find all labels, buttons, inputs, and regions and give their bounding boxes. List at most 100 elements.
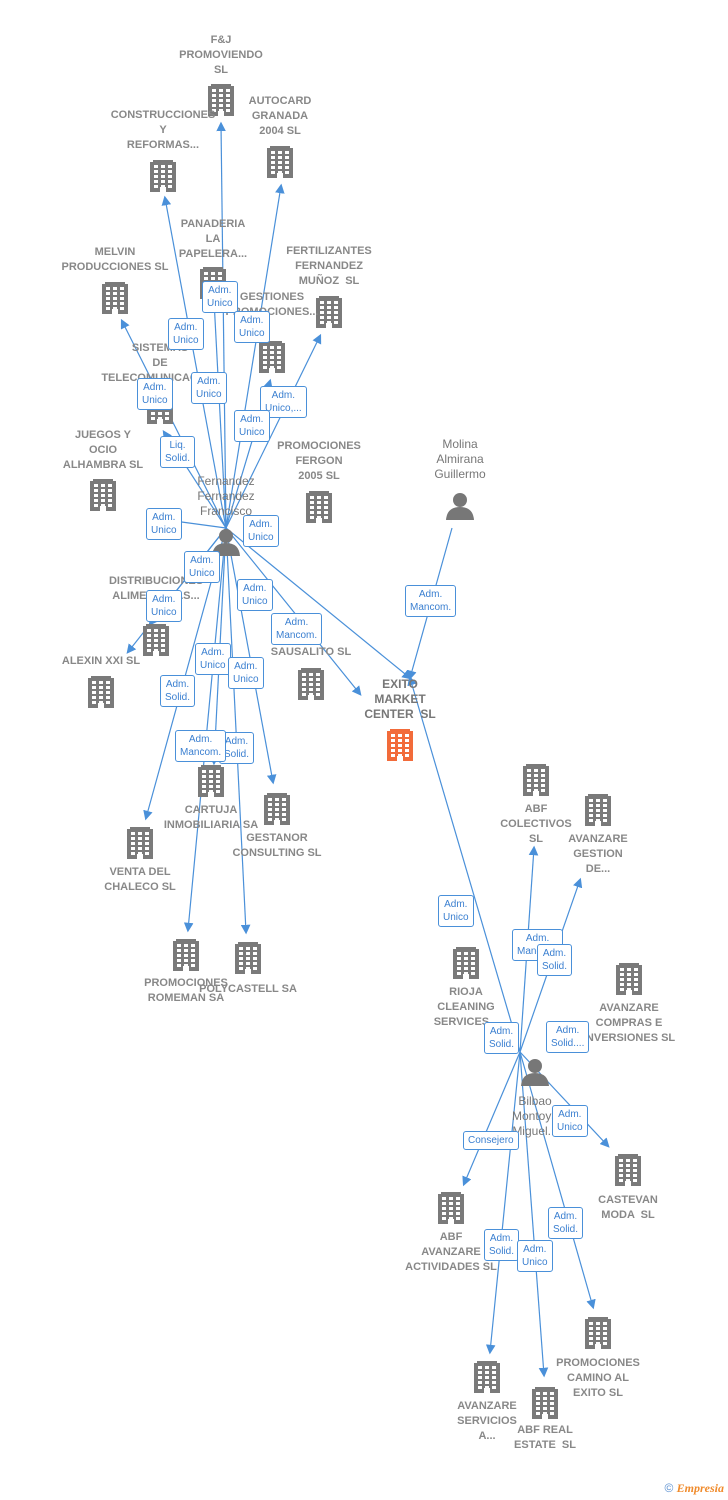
edge-fernandez-to-exito xyxy=(225,527,412,680)
role-tag[interactable]: Adm. Unico xyxy=(168,318,204,350)
edge-bilbao-to-caminoexito xyxy=(519,1051,596,1310)
exito-building-icon[interactable] xyxy=(387,729,413,761)
abfavanzare-node-label[interactable]: ABF AVANZARE ACTIVIDADES SL xyxy=(405,1231,497,1273)
role-tag[interactable]: Adm. Mancom. xyxy=(271,613,323,645)
juegos-node-label[interactable]: JUEGOS Y OCIO ALHAMBRA SL xyxy=(62,429,144,471)
polycastell-node-label[interactable]: POLYCASTELL SA xyxy=(199,983,297,995)
role-tag[interactable]: Adm. Unico xyxy=(552,1105,588,1137)
avanzarecompras-building-icon[interactable] xyxy=(616,963,642,995)
panaderia-node-label[interactable]: PANADERIA LA PAPELERA... xyxy=(178,218,248,260)
edge-fernandez-to-melvin xyxy=(120,318,227,529)
role-tag[interactable]: Adm. Unico xyxy=(184,551,220,583)
abfreal-building-icon[interactable] xyxy=(532,1387,558,1419)
castevan-node-label[interactable]: CASTEVAN MODA SL xyxy=(598,1194,658,1221)
venta-node-label[interactable]: VENTA DEL CHALECO SL xyxy=(104,866,176,893)
fernandez-node-label[interactable]: Fernandez Fernandez Francisco xyxy=(197,474,255,518)
edge-bilbao-to-abfavanzare xyxy=(462,1051,521,1187)
role-tag[interactable]: Adm. Solid. xyxy=(548,1207,584,1239)
fertilizantes-building-icon[interactable] xyxy=(316,296,342,328)
abfcolectivos-building-icon[interactable] xyxy=(523,764,549,796)
melvin-node-label[interactable]: MELVIN PRODUCCIONES SL xyxy=(61,246,169,273)
caminoexito-building-icon[interactable] xyxy=(585,1317,611,1349)
abfcolectivos-node-label[interactable]: ABF COLECTIVOS SL xyxy=(500,803,572,845)
construcciones-node-label[interactable]: CONSTRUCCIONES Y REFORMAS... xyxy=(110,109,216,151)
autocad-node-label[interactable]: AUTOCARD GRANADA 2004 SL xyxy=(248,95,312,137)
sausalito-building-icon[interactable] xyxy=(298,668,324,700)
role-tag[interactable]: Adm. Unico xyxy=(517,1240,553,1272)
avanzarecompras-node-label[interactable]: AVANZARE COMPRAS E INVERSIONES SL xyxy=(582,1002,676,1044)
romeman-node-label[interactable]: PROMOCIONES ROMEMAN SA xyxy=(144,977,228,1004)
role-tag[interactable]: Adm. Solid.... xyxy=(546,1021,590,1053)
role-tag[interactable]: Adm. Unico xyxy=(146,590,182,622)
edge-fernandez-to-gestanor xyxy=(225,527,277,785)
abfreal-node-label[interactable]: ABF REAL ESTATE SL xyxy=(514,1424,576,1451)
avanzaregestion-building-icon[interactable] xyxy=(585,794,611,826)
role-tag[interactable]: Adm. Solid. xyxy=(160,675,196,707)
gestanor-building-icon[interactable] xyxy=(264,793,290,825)
copyright: © Empresia xyxy=(664,1481,724,1496)
construcciones-building-icon[interactable] xyxy=(150,160,176,192)
caminoexito-node-label[interactable]: PROMOCIONES CAMINO AL EXITO SL xyxy=(556,1357,640,1399)
role-tag[interactable]: Adm. Unico xyxy=(237,579,273,611)
role-tag[interactable]: Adm. Solid. xyxy=(484,1022,520,1054)
castevan-building-icon[interactable] xyxy=(615,1154,641,1186)
fergon-node-label[interactable]: PROMOCIONES FERGON 2005 SL xyxy=(277,440,361,482)
role-tag[interactable]: Adm. Unico xyxy=(228,657,264,689)
edge-fernandez-to-panaderia xyxy=(209,297,227,529)
edge-fernandez-to-polycastell xyxy=(225,527,251,935)
venta-building-icon[interactable] xyxy=(127,827,153,859)
edge-bilbao-to-abfreal xyxy=(519,1051,549,1378)
avanzaregestion-node-label[interactable]: AVANZARE GESTION DE... xyxy=(568,833,628,875)
role-tag[interactable]: Liq. Solid. xyxy=(160,436,196,468)
role-tag[interactable]: Adm. Unico xyxy=(191,372,227,404)
avanzareservicios-node-label[interactable]: AVANZARE SERVICIOS A... xyxy=(457,1400,517,1442)
alexin-building-icon[interactable] xyxy=(88,676,114,708)
edge-bilbao-to-exito xyxy=(407,675,521,1053)
edge-fernandez-to-romeman xyxy=(183,527,227,933)
role-tag[interactable]: Consejero xyxy=(463,1131,519,1150)
avanzareservicios-building-icon[interactable] xyxy=(474,1361,500,1393)
fertilizantes-node-label[interactable]: FERTILIZANTES FERNANDEZ MUÑOZ SL xyxy=(286,245,372,287)
bilbao-person-icon[interactable] xyxy=(521,1059,549,1086)
cartuja-node-label[interactable]: CARTUJA INMOBILIARIA SA xyxy=(163,804,259,831)
role-tag[interactable]: Adm. Unico xyxy=(438,895,474,927)
role-tag[interactable]: Adm. Unico xyxy=(195,643,231,675)
role-tag[interactable]: Adm. Unico xyxy=(146,508,182,540)
abfavanzare-building-icon[interactable] xyxy=(438,1192,464,1224)
alexin-node-label[interactable]: ALEXIN XXI SL xyxy=(61,655,141,667)
fj-building-icon[interactable] xyxy=(208,84,234,116)
exito-node-label[interactable]: EXITO MARKET CENTER SL xyxy=(364,677,436,721)
polycastell-building-icon[interactable] xyxy=(235,942,261,974)
molina-node-label[interactable]: Molina Almirana Guillermo xyxy=(434,437,486,481)
role-tag[interactable]: Adm. Mancom. xyxy=(405,585,457,617)
rioja-building-icon[interactable] xyxy=(453,947,479,979)
edge-fernandez-to-fertilizantes xyxy=(225,333,322,529)
role-tag[interactable]: Adm. Solid. xyxy=(537,944,573,976)
copyright-symbol: © xyxy=(664,1481,674,1495)
distribuciones-building-icon[interactable] xyxy=(143,624,169,656)
role-tag[interactable]: Adm. Mancom. xyxy=(175,730,227,762)
autocad-building-icon[interactable] xyxy=(267,146,293,178)
bilbao-node-label[interactable]: Bilbao Montoya Miguel... xyxy=(511,1094,559,1138)
cartuja-building-icon[interactable] xyxy=(198,765,224,797)
rioja-node-label[interactable]: RIOJA CLEANING SERVICES... xyxy=(433,986,499,1028)
sausalito-node-label[interactable]: SAUSALITO SL xyxy=(270,646,352,658)
gestiones-building-icon[interactable] xyxy=(259,341,285,373)
role-tag[interactable]: Adm. Unico xyxy=(243,515,279,547)
melvin-building-icon[interactable] xyxy=(102,282,128,314)
role-tag[interactable]: Adm. Unico xyxy=(202,281,238,313)
role-tag[interactable]: Adm. Unico xyxy=(234,410,270,442)
role-tag[interactable]: Adm. Unico xyxy=(234,311,270,343)
role-tag[interactable]: Adm. Solid. xyxy=(484,1229,520,1261)
fj-node-label[interactable]: F&J PROMOVIENDO SL xyxy=(179,34,263,76)
role-tag[interactable]: Adm. Unico xyxy=(137,378,173,410)
edge-bilbao-to-avanzareservicios xyxy=(485,1051,521,1355)
molina-person-icon[interactable] xyxy=(446,493,474,520)
romeman-building-icon[interactable] xyxy=(173,939,199,971)
brand-logo: Empresia xyxy=(676,1481,724,1495)
fergon-building-icon[interactable] xyxy=(306,491,332,523)
juegos-building-icon[interactable] xyxy=(90,479,116,511)
gestanor-node-label[interactable]: GESTANOR CONSULTING SL xyxy=(232,832,322,859)
edge-fernandez-to-autocad xyxy=(225,183,285,529)
